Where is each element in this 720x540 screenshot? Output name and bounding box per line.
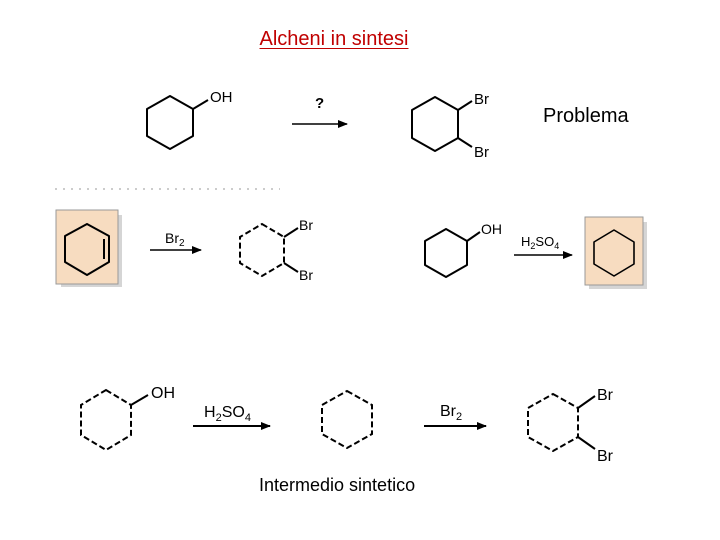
bottom-product-br-bottom: Br — [597, 448, 614, 465]
problem-reagent-cyclohexanol: OH — [146, 89, 233, 150]
problem-arrow-question-label: ? — [315, 95, 324, 112]
problem-reagent-oh-label: OH — [210, 89, 233, 106]
bottom-product-br-top: Br — [597, 387, 614, 404]
intermediate-label: Intermedio sintetico — [259, 475, 416, 495]
middle-reagent-oh-label: OH — [481, 221, 502, 237]
slide-title: Alcheni in sintesi — [259, 28, 409, 50]
problem-product-br-top: Br — [474, 91, 489, 108]
cyclohexene-highlight-box-right — [584, 216, 647, 289]
middle-dibromocyclohexane: Br Br — [239, 217, 313, 283]
bottom-reagent-oh-label: OH — [151, 385, 175, 402]
problem-product-dibromocyclohexane: Br Br — [411, 91, 489, 161]
problem-label: Problema — [543, 105, 629, 127]
middle-right-arrow: H2SO4 — [514, 234, 573, 259]
middle-product-br-top: Br — [299, 217, 313, 233]
problem-product-br-bottom: Br — [474, 144, 489, 161]
bottom-arrow-2: Br2 — [424, 403, 487, 430]
middle-cyclohexanol: OH — [424, 221, 502, 278]
bottom-cyclohexanol: OH — [80, 385, 175, 452]
bottom-intermediate-cyclohexene — [321, 389, 373, 450]
bottom-dibromocyclohexane: Br Br — [527, 387, 614, 465]
middle-right-arrow-label: H2SO4 — [521, 234, 559, 251]
cyclohexene-highlight-box-left — [55, 209, 122, 287]
problem-arrow: ? — [292, 95, 348, 128]
bottom-arrow-2-label: Br2 — [440, 403, 462, 423]
bottom-arrow-1-label: H2SO4 — [204, 404, 251, 424]
middle-left-arrow: Br2 — [150, 230, 202, 254]
middle-left-arrow-label: Br2 — [165, 230, 185, 249]
bottom-arrow-1: H2SO4 — [193, 404, 271, 430]
middle-product-br-bottom: Br — [299, 267, 313, 283]
